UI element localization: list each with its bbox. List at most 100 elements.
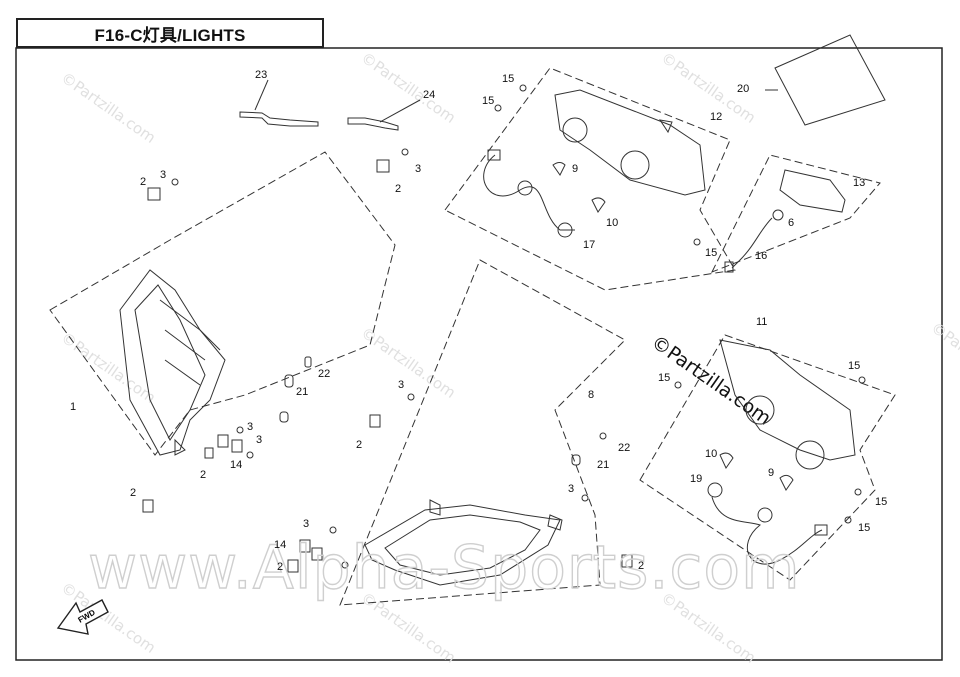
connector-icon: [724, 261, 734, 273]
wire-harness: [711, 496, 823, 565]
screw-icon: [329, 526, 337, 534]
clip-nut: [376, 159, 390, 173]
watermark-partzilla: ©Partzilla.com: [58, 329, 159, 407]
callout-15: 15: [502, 73, 514, 85]
callout-12: 12: [710, 111, 722, 123]
callout-15: 15: [482, 95, 494, 107]
taillight-lens: [562, 117, 588, 143]
mount-tab: [547, 514, 563, 531]
callout-14: 14: [230, 459, 242, 471]
leader-line: [379, 99, 421, 123]
screw-icon: [519, 84, 527, 92]
callout-21: 21: [597, 459, 609, 471]
headlight-lens: [134, 284, 206, 441]
socket-icon: [557, 222, 573, 238]
screw-icon: [693, 238, 701, 246]
bulb-9: [552, 162, 566, 176]
screw-icon: [674, 381, 682, 389]
clip-nut: [204, 447, 214, 459]
socket-icon: [707, 482, 723, 498]
screw-icon: [246, 451, 254, 459]
group-boundary-part1: [49, 151, 396, 456]
callout-2: 2: [130, 487, 136, 499]
screw-icon: [341, 561, 349, 569]
bulb-10: [719, 452, 734, 469]
headlight-mount-tab: [174, 438, 186, 456]
callout-23: 23: [255, 69, 267, 81]
taillight-lens: [620, 150, 650, 180]
callouts: 1 2 3 2 3 23 24 22 21 3 3 2 14 2 2 3 8 2…: [70, 69, 887, 573]
bulb-small: [571, 454, 581, 466]
clip-nut: [621, 554, 633, 568]
callout-3: 3: [247, 421, 253, 433]
headlight-housing: [119, 269, 226, 456]
screw-icon: [407, 393, 415, 401]
screw-icon: [494, 104, 502, 112]
connector-icon: [487, 149, 501, 161]
taillight-right-group: [444, 67, 736, 291]
leader-line: [254, 79, 269, 111]
watermark-partzilla: ©Partzilla.com: [58, 69, 159, 147]
diagram-title-box: F16-C灯具/LIGHTS: [16, 18, 324, 48]
bulb-small: [279, 411, 289, 423]
screw-icon: [236, 426, 244, 434]
bracket-23: [239, 111, 319, 127]
callout-10: 10: [705, 448, 717, 460]
diagram-frame: [15, 47, 943, 661]
watermark-partzilla: ©Partzilla.com: [358, 49, 459, 127]
headlight-left-group: [49, 151, 396, 456]
callout-15: 15: [858, 522, 870, 534]
callout-3: 3: [398, 379, 404, 391]
wire-harness: [731, 217, 773, 269]
watermark-partzilla: ©Partzilla.com: [928, 319, 960, 397]
socket-icon: [757, 507, 773, 523]
callout-24: 24: [423, 89, 435, 101]
screw-icon: [581, 494, 589, 502]
clip-nut: [142, 499, 154, 513]
callout-10: 10: [606, 217, 618, 229]
rear-light-group: [287, 259, 633, 606]
diagram-title: F16-C灯具/LIGHTS: [94, 25, 246, 45]
headlight-left-hardware: [142, 148, 409, 513]
clip-nut: [287, 559, 299, 573]
callout-14: 14: [274, 539, 286, 551]
screw-icon: [171, 178, 179, 186]
taillight-housing: [719, 339, 856, 461]
bulb-6: [772, 209, 784, 221]
taillight-housing: [554, 89, 706, 196]
callout-22: 22: [318, 368, 330, 380]
callout-17: 17: [583, 239, 595, 251]
callout-22: 22: [618, 442, 630, 454]
callout-2: 2: [356, 439, 362, 451]
watermark-partzilla: ©Partzilla.com: [358, 324, 459, 402]
group-boundary-part8: [339, 259, 626, 606]
callout-8: 8: [588, 389, 594, 401]
part20-group: [765, 34, 886, 126]
clip-nut: [311, 547, 323, 561]
connector-icon: [814, 524, 828, 536]
screw-icon: [599, 432, 607, 440]
callout-1: 1: [70, 401, 76, 413]
screw-icon: [844, 516, 852, 524]
clip-nut: [299, 539, 311, 553]
bulb-9: [779, 474, 794, 491]
taillight-lens: [745, 395, 775, 425]
callout-11: 11: [756, 316, 767, 328]
callout-15: 15: [848, 360, 860, 372]
callout-3: 3: [415, 163, 421, 175]
callout-13: 13: [853, 177, 865, 189]
rear-light-lens: [384, 514, 541, 576]
bulb-socket: [284, 374, 294, 388]
callout-3: 3: [568, 483, 574, 495]
clip-nut: [217, 434, 229, 448]
callout-6: 6: [788, 217, 794, 229]
callout-2: 2: [140, 176, 146, 188]
callout-2: 2: [638, 560, 644, 572]
taillight-lens: [795, 440, 825, 470]
bulb-10: [591, 197, 606, 213]
license-light-housing: [779, 169, 846, 213]
callout-21: 21: [296, 386, 308, 398]
callout-15: 15: [705, 247, 717, 259]
fwd-arrow-icon: FWD: [56, 599, 109, 635]
